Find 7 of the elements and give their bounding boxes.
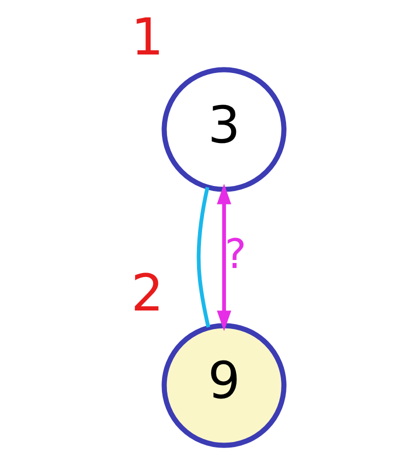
connector — [196, 186, 210, 328]
arrow — [216, 184, 231, 332]
node-label: 1 — [130, 8, 163, 68]
edge-label: ? — [224, 230, 246, 278]
node-label: 2 — [130, 264, 163, 324]
node-circle: 3 — [161, 67, 286, 192]
node-circle: 9 — [161, 323, 286, 448]
